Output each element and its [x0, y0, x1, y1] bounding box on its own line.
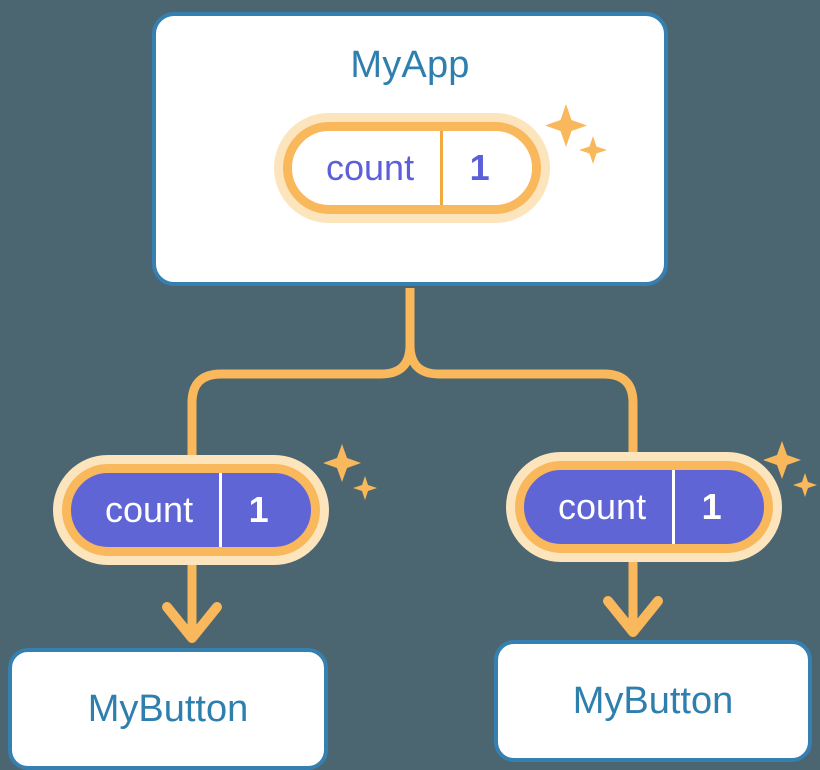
state-pill: count 1 [62, 464, 320, 556]
state-pill: count 1 [283, 122, 541, 214]
state-value: 1 [672, 470, 748, 544]
state-key: count [326, 147, 415, 188]
state-key: count [105, 489, 194, 530]
node-label: MyButton [87, 688, 249, 730]
page-title: MyApp [350, 44, 470, 86]
arrow-down-icon [603, 596, 663, 637]
sparkle-icon [323, 444, 377, 500]
state-pill: count 1 [515, 461, 773, 553]
node-mybutton-right[interactable]: MyButton [494, 640, 812, 762]
arrow-down-icon [162, 602, 222, 643]
state-pill-myapp[interactable]: count 1 [283, 122, 541, 214]
node-label: MyButton [572, 680, 734, 722]
state-value: 1 [219, 473, 295, 547]
connector-fork-left [187, 344, 415, 466]
node-mybutton-left[interactable]: MyButton [8, 648, 328, 770]
state-key: count [558, 486, 647, 527]
connector-fork-right [405, 344, 638, 466]
state-pill-branch-1[interactable]: count 1 [62, 464, 320, 556]
state-value: 1 [440, 131, 516, 205]
state-pill-branch-2[interactable]: count 1 [515, 461, 773, 553]
